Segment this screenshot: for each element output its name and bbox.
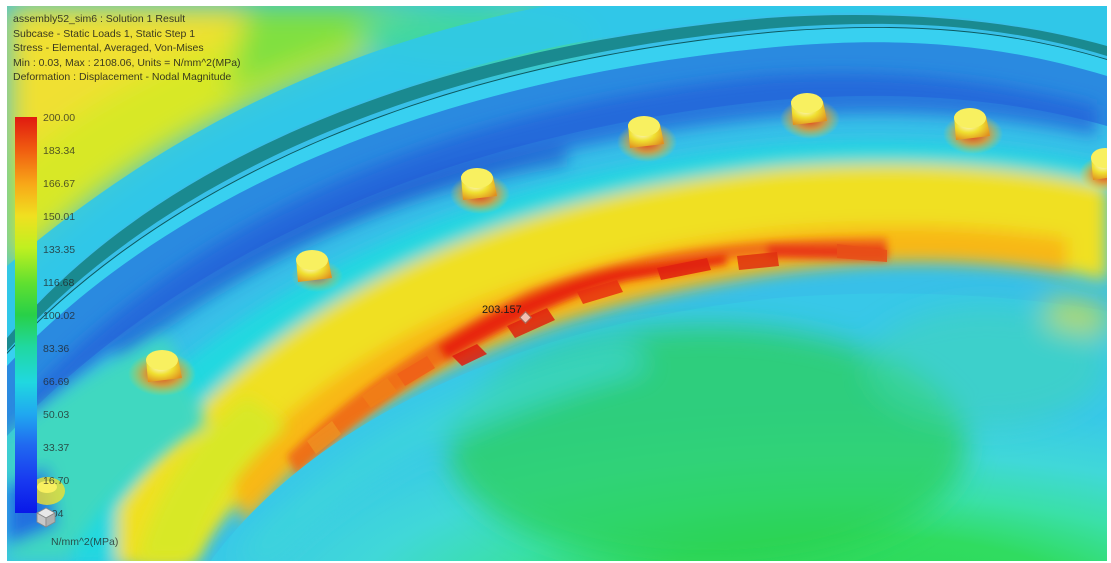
legend-tick: 133.35	[43, 244, 76, 256]
legend-tick: 200.00	[43, 112, 76, 124]
bolt-heads	[128, 93, 1107, 396]
legend-tick: 50.03	[43, 409, 70, 421]
legend-tick: 66.69	[43, 376, 70, 388]
color-legend[interactable]: 200.00 183.34 166.67 150.01 133.35 116.6…	[15, 112, 135, 537]
result-title: assembly52_sim6 : Solution 1 Result	[13, 13, 186, 25]
legend-units: N/mm^2(MPa)	[51, 536, 119, 548]
legend-tick: 100.02	[43, 310, 76, 322]
legend-tick: 16.70	[43, 475, 70, 487]
result-deformation: Deformation : Displacement - Nodal Magni…	[13, 71, 232, 83]
legend-color-bar	[15, 117, 37, 513]
graphics-viewport[interactable]: assembly52_sim6 : Solution 1 Result Subc…	[7, 6, 1107, 561]
legend-tick: 83.36	[43, 343, 70, 355]
legend-tick: 116.68	[43, 277, 75, 289]
view-triad-icon[interactable]	[35, 506, 57, 528]
legend-tick: 150.01	[43, 211, 76, 223]
result-stress-type: Stress - Elemental, Averaged, Von-Mises	[13, 42, 204, 54]
stress-contour-plot[interactable]	[7, 6, 1107, 561]
legend-tick: 166.67	[43, 178, 76, 190]
legend-tick: 33.37	[43, 442, 70, 454]
result-subcase: Subcase - Static Loads 1, Static Step 1	[13, 27, 196, 40]
legend-tick: 183.34	[43, 145, 76, 157]
result-header-info: assembly52_sim6 : Solution 1 Result Subc…	[13, 12, 241, 85]
probe-value-label: 203.157	[482, 304, 522, 316]
result-min-max: Min : 0.03, Max : 2108.06, Units = N/mm^…	[13, 56, 241, 69]
